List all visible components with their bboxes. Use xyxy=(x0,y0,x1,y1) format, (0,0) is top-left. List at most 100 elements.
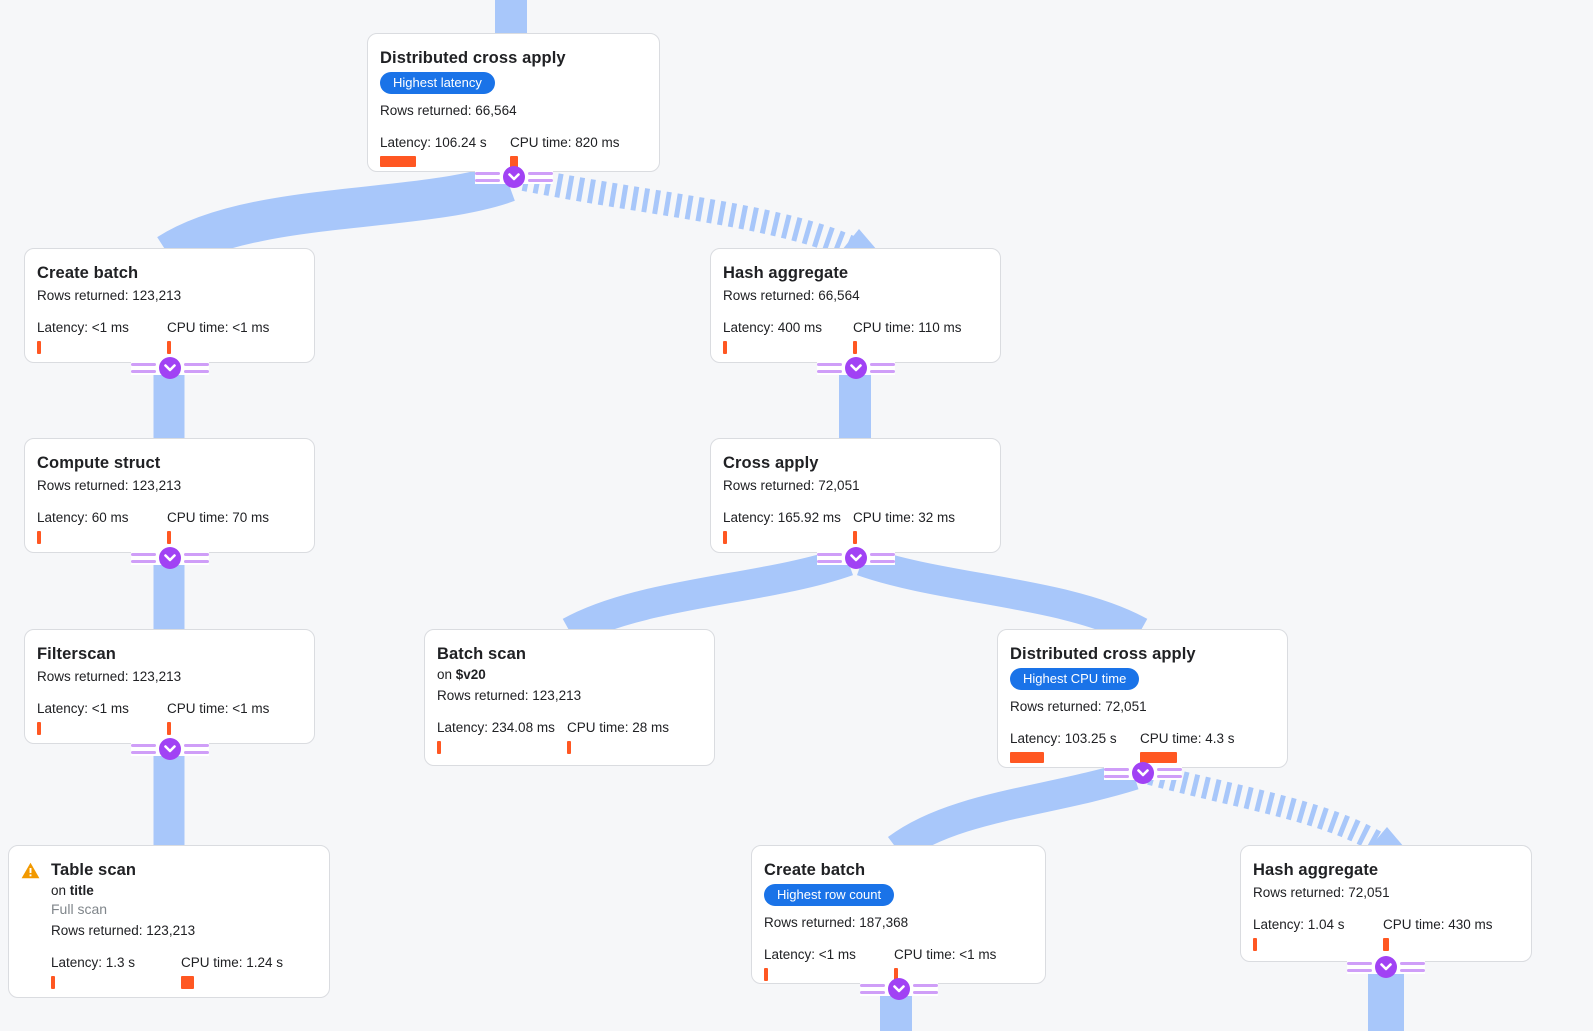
latency-label: Latency: 1.04 s xyxy=(1253,917,1345,932)
cpu-time-metric: CPU time: 70 ms xyxy=(167,508,297,544)
connector-line xyxy=(474,179,500,182)
collapse-node-button[interactable] xyxy=(502,166,525,188)
connector-lines xyxy=(816,363,842,373)
connector-lines xyxy=(130,553,156,563)
latency-bar xyxy=(437,741,441,754)
collapse-node-button[interactable] xyxy=(158,738,181,760)
connector-lines xyxy=(912,984,938,994)
node-target-prefix: on xyxy=(51,883,70,898)
latency-metric: Latency: 400 ms xyxy=(723,318,853,354)
collapse-node-button[interactable] xyxy=(844,357,867,379)
node-title-row: Create batch xyxy=(37,262,298,284)
node-title: Distributed cross apply xyxy=(380,49,566,67)
cpu-time-bar xyxy=(181,976,194,989)
latency-bar xyxy=(1010,752,1044,763)
connector-line xyxy=(912,991,938,994)
cpu-time-metric: CPU time: 28 ms xyxy=(567,718,697,754)
connector-line xyxy=(130,363,156,366)
collapse-node-button[interactable] xyxy=(158,357,181,379)
cpu-time-bar xyxy=(167,341,171,354)
cpu-time-bar xyxy=(510,156,518,169)
latency-metric: Latency: 165.92 ms xyxy=(723,508,853,544)
cpu-time-bar xyxy=(167,531,171,544)
cpu-time-metric: CPU time: <1 ms xyxy=(167,699,297,735)
node-badge: Highest row count xyxy=(764,884,895,906)
rows-returned: Rows returned: 72,051 xyxy=(723,478,860,493)
rows-returned: Rows returned: 123,213 xyxy=(37,478,182,493)
node-title-row: Hash aggregate xyxy=(1253,859,1515,881)
cpu-time-metric: CPU time: 110 ms xyxy=(853,318,983,354)
connector-line xyxy=(869,370,895,373)
expand-connector-filterscan xyxy=(130,737,209,761)
latency-bar xyxy=(723,341,727,354)
latency-label: Latency: 1.3 s xyxy=(51,955,136,970)
cpu-time-metric: CPU time: 32 ms xyxy=(853,508,983,544)
latency-metric: Latency: 103.25 s xyxy=(1010,729,1140,763)
chevron-down-icon xyxy=(849,554,862,562)
connector-line xyxy=(869,560,895,563)
collapse-node-button[interactable] xyxy=(1131,762,1154,784)
connector-line xyxy=(816,560,842,563)
cpu-time-label: CPU time: <1 ms xyxy=(167,320,270,335)
expand-connector-cross-apply xyxy=(816,546,895,570)
connector-line xyxy=(816,553,842,556)
connector-lines xyxy=(183,553,209,563)
expand-connector-compute-struct xyxy=(130,546,209,570)
latency-metric: Latency: 60 ms xyxy=(37,508,167,544)
node-title-row: Hash aggregate xyxy=(723,262,984,284)
latency-metric: Latency: 234.08 ms xyxy=(437,718,567,754)
connector-lines xyxy=(869,553,895,563)
node-title: Hash aggregate xyxy=(1253,861,1379,879)
warning-triangle-icon xyxy=(21,862,40,879)
latency-label: Latency: <1 ms xyxy=(37,320,129,335)
node-badge: Highest CPU time xyxy=(1010,668,1140,690)
node-target-name: $v20 xyxy=(455,667,486,682)
node-title-row: Cross apply xyxy=(723,452,984,474)
collapse-node-button[interactable] xyxy=(1375,956,1397,978)
collapse-node-button[interactable] xyxy=(887,978,910,1000)
connector-line xyxy=(130,744,156,747)
latency-bar xyxy=(1253,938,1257,951)
latency-metric: Latency: 106.24 s xyxy=(380,133,510,169)
collapse-node-button[interactable] xyxy=(158,547,181,569)
cpu-time-label: CPU time: 28 ms xyxy=(567,720,670,735)
node-badge: Highest latency xyxy=(380,72,495,94)
latency-label: Latency: 165.92 ms xyxy=(723,510,841,525)
edge-distributed-cross-apply-2-to-create-batch-2 xyxy=(887,760,1139,862)
chevron-down-icon xyxy=(163,364,176,372)
connector-line xyxy=(183,370,209,373)
latency-bar xyxy=(37,722,41,735)
connector-lines xyxy=(1103,768,1129,778)
connector-line xyxy=(912,984,938,987)
cpu-time-bar xyxy=(853,531,857,544)
connector-lines xyxy=(1156,768,1182,778)
connector-line xyxy=(1347,969,1372,972)
connector-line xyxy=(183,560,209,563)
latency-bar xyxy=(51,976,55,989)
connector-line xyxy=(869,363,895,366)
node-target: on $v20 xyxy=(437,665,698,684)
cpu-time-metric: CPU time: <1 ms xyxy=(167,318,297,354)
rows-returned: Rows returned: 72,051 xyxy=(1010,699,1147,714)
latency-metric: Latency: <1 ms xyxy=(764,945,894,981)
rows-returned: Rows returned: 72,051 xyxy=(1253,885,1390,900)
cpu-time-bar xyxy=(1140,752,1177,763)
collapse-node-button[interactable] xyxy=(844,547,867,569)
expand-connector-create-batch-2 xyxy=(859,977,938,1001)
connector-line xyxy=(130,560,156,563)
node-metrics: Latency: 165.92 ms CPU time: 32 ms xyxy=(723,508,984,544)
chevron-down-icon xyxy=(1136,769,1149,777)
